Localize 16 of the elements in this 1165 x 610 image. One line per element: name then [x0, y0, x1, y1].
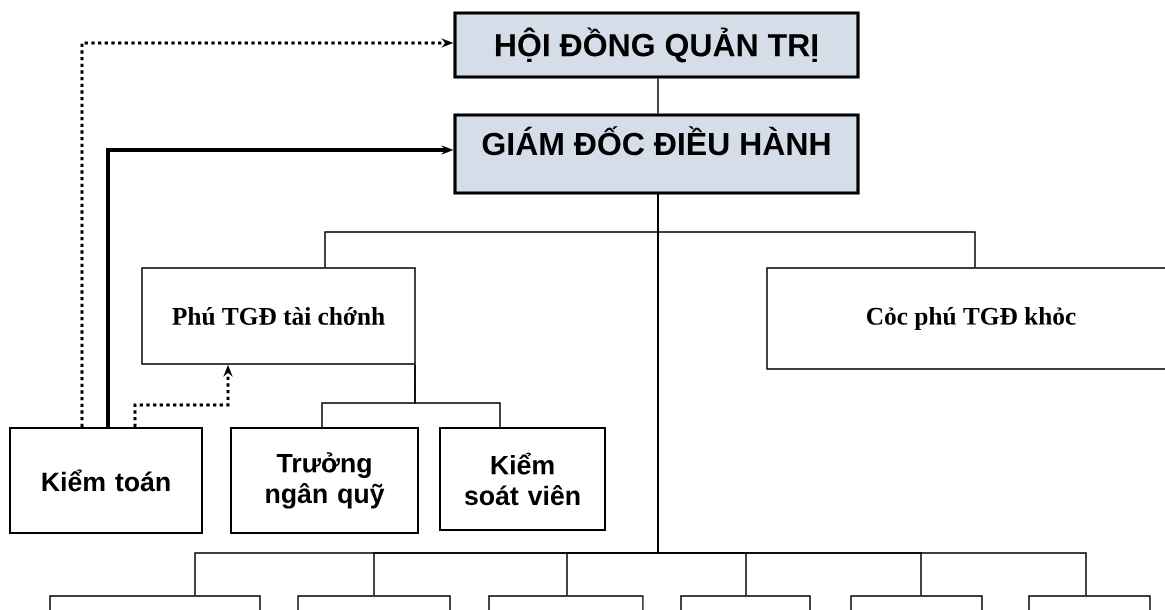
role-box: Phú TGĐ tài chớnh	[141, 267, 416, 365]
empty-box	[297, 595, 451, 610]
empty-box	[850, 595, 983, 610]
role-box: Cỏc phú TGĐ khỏc	[766, 267, 1165, 370]
empty-box	[1028, 595, 1151, 610]
connector-line	[414, 364, 501, 428]
connector-line	[657, 77, 659, 115]
role-box: Kiểm soát viên	[439, 427, 606, 531]
title-box: GIÁM ĐỐC ĐIỀU HÀNH	[453, 113, 860, 195]
role-box: Trưởng ngân quỹ	[230, 427, 419, 534]
empty-box	[680, 595, 811, 610]
title-box: HỘI ĐỒNG QUẢN TRỊ	[453, 11, 860, 79]
connector-line	[657, 193, 1087, 596]
empty-box	[49, 595, 261, 610]
empty-box	[488, 595, 644, 610]
role-box: Kiểm toán	[9, 427, 203, 534]
